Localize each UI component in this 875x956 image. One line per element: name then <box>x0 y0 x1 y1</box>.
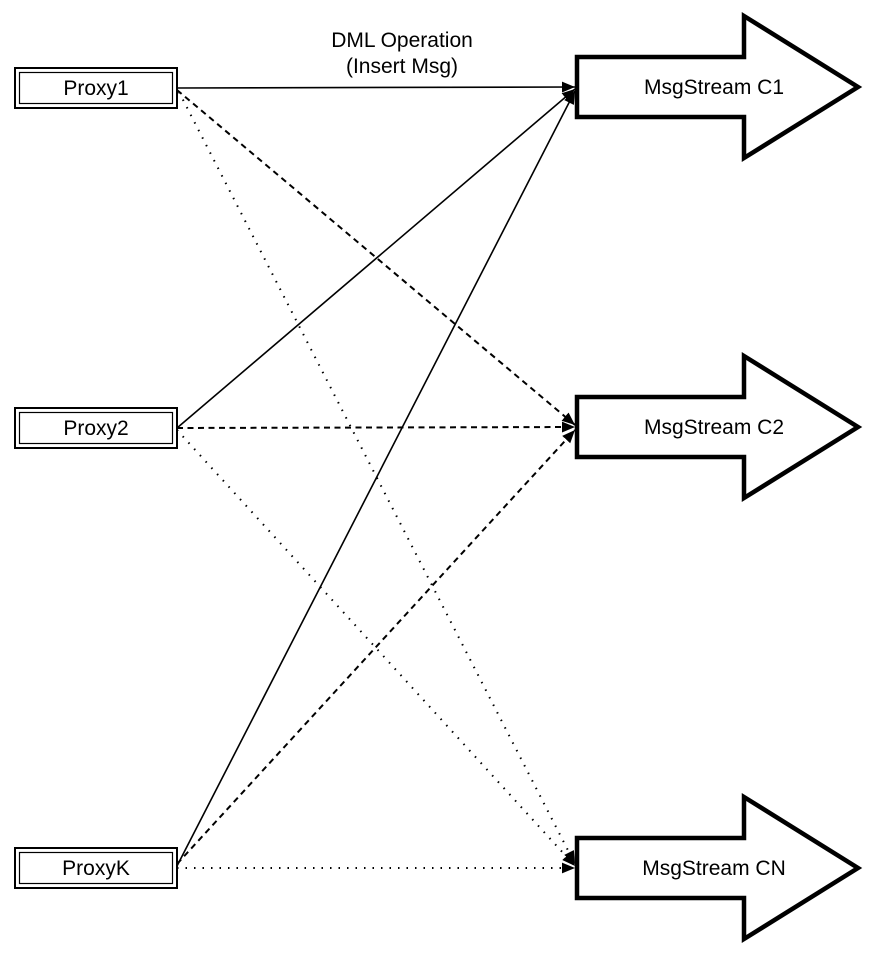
node-msgstream-c1: MsgStream C1 <box>574 11 863 163</box>
edge-proxy1-msgstream-cn <box>178 91 576 865</box>
edge-proxy2-msgstream-c2 <box>176 421 576 433</box>
edge-label-dml-operation-line1: DML Operation <box>331 29 473 52</box>
node-proxy1-label: Proxy1 <box>63 77 128 100</box>
node-msgstream-c2: MsgStream C2 <box>574 351 863 503</box>
node-msgstream-cn-label: MsgStream CN <box>642 857 786 880</box>
block-arrow-icon <box>574 11 863 163</box>
node-msgstream-c2-label: MsgStream C2 <box>644 416 784 439</box>
node-proxy2: Proxy2 <box>14 407 178 449</box>
edge-proxy2-msgstream-c1 <box>176 88 576 429</box>
edge-proxy1-msgstream-c2 <box>176 89 576 426</box>
node-proxyk-label: ProxyK <box>62 857 130 880</box>
node-msgstream-c1-label: MsgStream C1 <box>644 76 784 99</box>
block-arrow-icon <box>574 792 863 944</box>
node-msgstream-cn: MsgStream CN <box>574 792 863 944</box>
node-proxy1: Proxy1 <box>14 67 178 109</box>
node-proxyk: ProxyK <box>14 847 178 889</box>
block-arrow-icon <box>574 351 863 503</box>
edge-proxy2-msgstream-cn <box>176 429 576 867</box>
edge-proxy1-msgstream-c1 <box>176 81 576 93</box>
edges <box>176 81 576 874</box>
node-proxy2-label: Proxy2 <box>63 417 128 440</box>
edge-label-dml-operation-line2: (Insert Msg) <box>346 55 458 78</box>
edge-proxyk-msgstream-c1 <box>176 90 576 867</box>
edge-proxyk-msgstream-c2 <box>176 429 576 865</box>
